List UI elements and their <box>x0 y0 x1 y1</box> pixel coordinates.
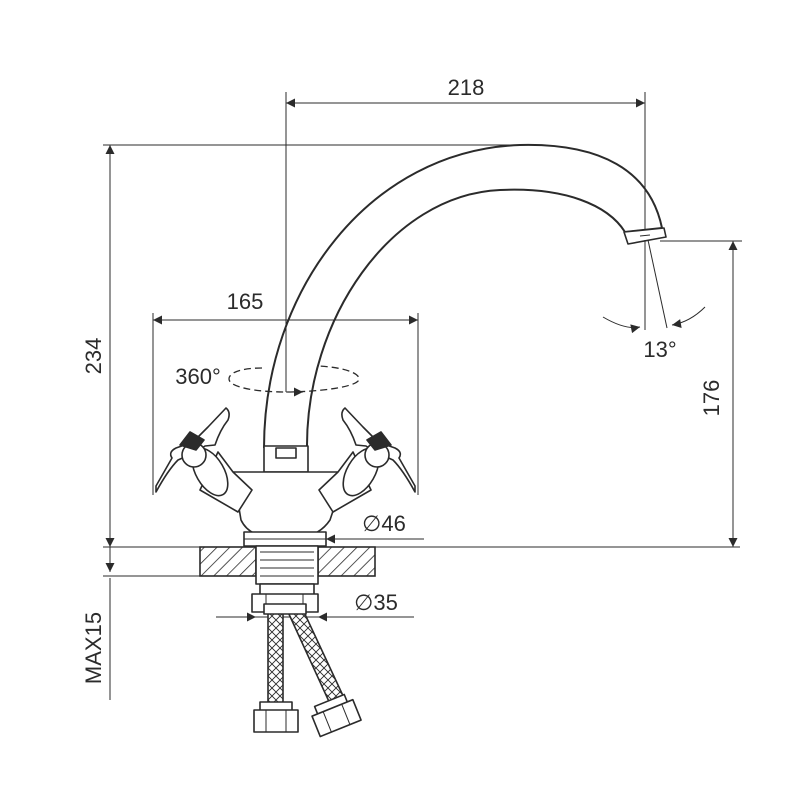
countertop <box>103 546 740 577</box>
dimension-mounting-hole-diameter: ∅35 <box>216 590 414 622</box>
right-hose <box>286 611 347 708</box>
countertop-section-left <box>199 546 257 577</box>
dimension-label-handle-span: 165 <box>227 289 264 314</box>
right-hose-fitting <box>311 693 362 738</box>
dimension-label-aerator-angle: 13° <box>643 337 676 362</box>
dimension-label-mounting-hole-diameter: ∅35 <box>354 590 398 615</box>
dimension-max-thickness: MAX15 <box>81 547 115 700</box>
dimension-label-base-diameter: ∅46 <box>362 511 406 536</box>
dimension-label-spout-reach: 218 <box>448 75 485 100</box>
dimension-label-swivel-angle: 360° <box>175 364 221 389</box>
rotation-indicator: 360° <box>175 364 360 397</box>
dimension-handle-span: 165 <box>152 289 419 495</box>
dimension-aerator-angle: 13° <box>602 239 706 362</box>
dimension-label-spout-height: 176 <box>699 380 724 417</box>
dimension-label-total-height: 234 <box>81 338 106 375</box>
dimension-total-height: 234 <box>81 144 540 547</box>
left-valve-handle <box>155 407 253 513</box>
dimension-spout-height: 176 <box>660 240 742 547</box>
left-hose <box>267 611 284 706</box>
dimension-base-diameter: ∅46 <box>244 511 424 544</box>
right-valve-handle <box>318 407 416 513</box>
supply-hoses <box>253 603 362 738</box>
countertop-section-right <box>317 546 376 577</box>
dimension-spout-reach: 218 <box>285 75 646 392</box>
mounting-shank <box>251 545 319 613</box>
faucet-body <box>155 407 416 547</box>
dimension-label-max-thickness: MAX15 <box>81 612 106 684</box>
faucet-spout <box>263 143 667 449</box>
